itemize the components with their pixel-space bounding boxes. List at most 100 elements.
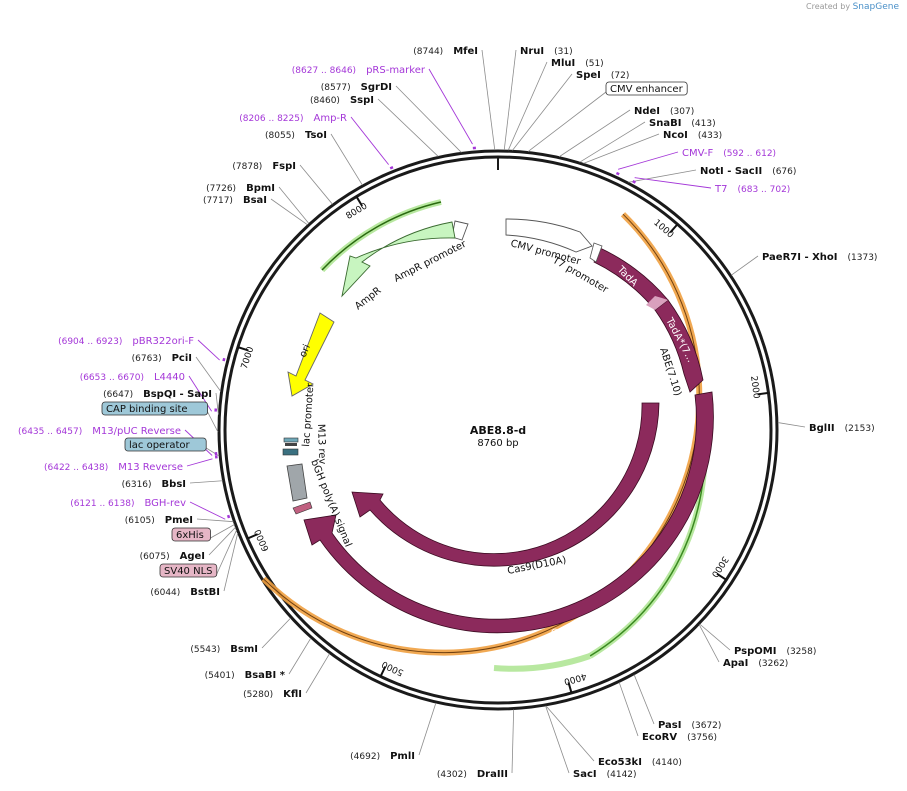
primer-name: BGH-rev [144,498,186,509]
site-leader-line [208,527,236,556]
site-position: (1373) [848,253,878,263]
site-name: NcoI [663,130,688,141]
site-leader-line [377,98,439,157]
primer-label-m13rev: (6422 .. 6438)M13 Reverse [44,462,183,473]
site-name: BpmI [246,183,275,194]
tick-mark [716,572,727,581]
site-name: DraIII [477,769,508,780]
snapgene-credit: Created by SnapGene [806,2,899,12]
cap-site-box [285,443,297,446]
site-name: NruI [520,46,544,57]
site-position: (4142) [607,770,637,780]
leader-line-layer [184,49,806,774]
site-position: (6075) [140,552,170,562]
site-leader-line [330,133,363,186]
feature-leader-line [216,529,237,575]
site-leader-line [305,653,330,694]
site-leader-line [579,121,646,163]
site-leader-line [288,638,312,675]
primer-label-t7: T7 (683 .. 702) [714,184,790,195]
feature-leader-line [210,524,235,539]
site-position: (413) [691,119,715,129]
site-label-sspi: (8460)SspI [310,95,374,106]
primer-label-bghrev: (6121 .. 6138)BGH-rev [70,498,186,509]
site-label-pmei: (6105)PmeI [125,515,193,526]
site-name: PspOMI [734,646,776,657]
site-position: (5543) [190,645,220,655]
site-name: EcoRV [642,732,677,743]
primer-range: (6653 .. 6670) [80,373,144,383]
site-leader-line [189,480,223,484]
site-name: MluI [551,58,575,69]
tick-label: 2000 [748,375,761,399]
site-name: BbsI [162,479,186,490]
site-position: (676) [772,167,796,177]
site-leader-line [558,109,631,158]
feature-box-his [171,527,211,542]
m13rev-box [282,448,299,456]
primer-range: (592 .. 612) [723,149,776,159]
site-name: BglII [809,423,835,434]
site-position: (4302) [437,770,467,780]
site-label-fspi: (7878)FspI [232,161,296,172]
site-leader-line [270,198,308,226]
site-leader-line [731,255,759,276]
site-leader-line [418,702,437,756]
primer-name: pRS-marker [366,65,426,76]
site-position: (4692) [350,752,380,762]
site-label-agei: (6075)AgeI [140,551,205,562]
primer-mark [389,166,394,170]
label-layer: (8744)MfeI(8577)SgrDI(8460)SspI(8055)Tso… [18,46,877,780]
tick-mark [237,346,249,352]
site-label-nrui: NruI(31) [520,46,573,57]
site-leader-line [261,617,291,649]
site-position: (8744) [413,47,443,57]
feature-label-ampr-promoter: AmpR promoter [392,238,469,284]
site-leader-line [299,164,333,205]
primer-mark [632,180,637,184]
site-leader-line [507,61,548,151]
site-leader-line [545,705,595,762]
site-leader-line [777,422,806,428]
site-leader-line [512,73,573,151]
site-name: ApaI [723,658,748,669]
cas9-d10a-feature-arc [351,402,660,567]
site-name: PmlI [390,751,415,762]
site-label-draiii: (4302) DraIII [437,769,508,780]
green-bar-lower [493,653,591,672]
bgh-polya-box [286,463,308,502]
site-name: MfeI [453,46,478,57]
feature-label-lac-promoter: lac promoter [301,382,316,447]
feature-box-cap [101,401,208,416]
primer-mark [226,514,231,519]
tick-label: 8000 [345,201,370,222]
ori-feature-arrow [287,312,335,397]
primer-label-pbr: (6904 .. 6923)pBR322ori-F [58,336,194,347]
tada7-feature-arc [654,299,704,393]
site-name: NdeI [634,106,660,117]
primer-range: (683 .. 702) [737,185,790,195]
site-name: PciI [172,353,192,364]
site-name: BsmI [230,644,258,655]
primer-name: Amp-R [314,113,348,124]
site-leader-line [545,705,570,774]
primer-label-ampr: (8206 .. 8225) Amp-R [239,113,347,124]
site-leader-line [196,518,234,523]
primer-name: L4440 [154,372,185,383]
site-label-ecorv: EcoRV(3756) [642,732,717,743]
primer-label-l4440: (6653 .. 6670) L4440 [80,372,185,383]
site-name: SnaBI [649,118,681,129]
primer-label-prs: (8627 .. 8646)pRS-marker [292,65,426,76]
site-leader-line [278,186,310,224]
site-position: (3258) [786,647,816,657]
site-position: (307) [670,107,694,117]
site-label-paer7i: PaeR7I - XhoI(1373) [762,252,877,263]
site-name: NotI - SacII [700,166,762,177]
primer-range: (8206 .. 8225) [239,114,303,124]
site-position: (6044) [150,588,180,598]
tick-label: 4000 [562,670,587,686]
site-position: (8460) [310,96,340,106]
feature-box-label-lacop: lac operator [129,440,190,451]
primer-name: T7 [714,184,727,195]
